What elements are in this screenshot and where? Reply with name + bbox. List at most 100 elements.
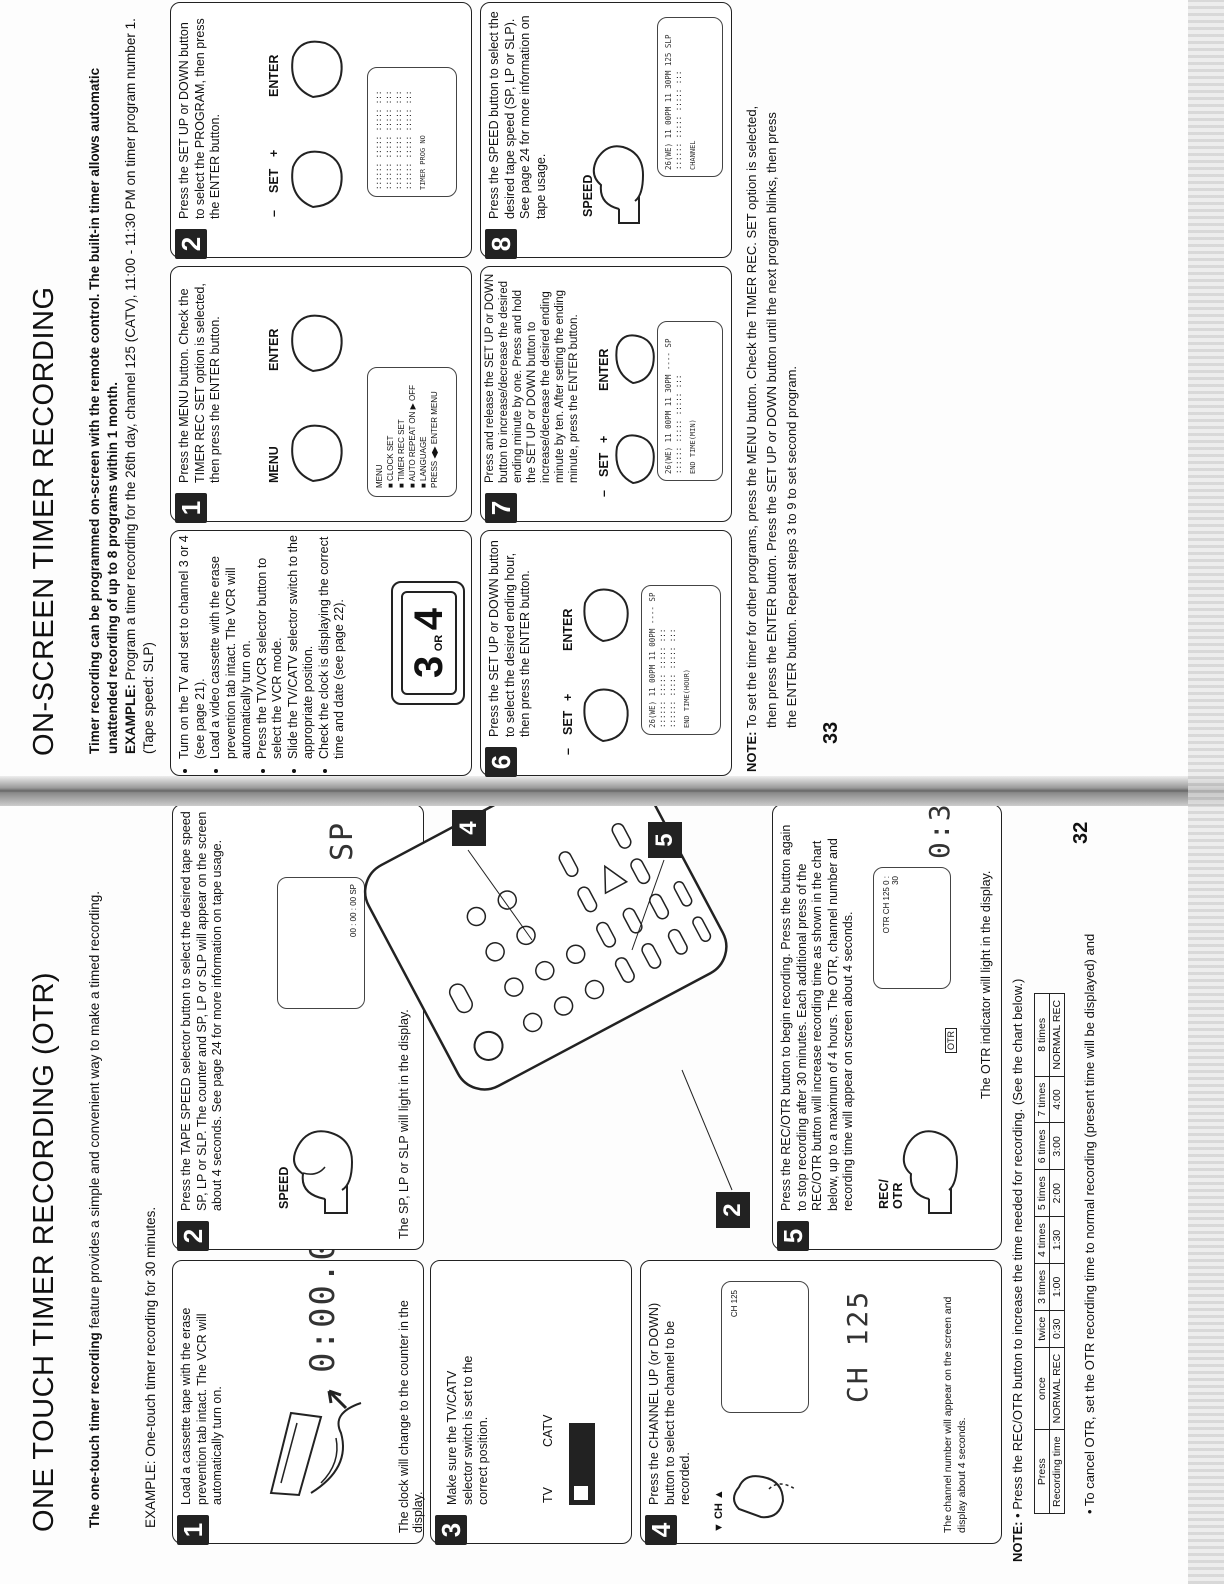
table-cell: 1:30: [1049, 1216, 1065, 1264]
remote-illustration: [363, 747, 733, 1191]
enter-label: ENTER: [561, 608, 575, 651]
hand-press-icons: [583, 588, 629, 743]
step-2-panel: 2 Press the TAPE SPEED selector button t…: [172, 804, 424, 1251]
remote-control-figure: 2 4 5: [363, 747, 762, 1250]
table-cell: 4:00: [1049, 1076, 1065, 1123]
set-label: SET: [561, 710, 575, 735]
menu-item: ■ TIMER REC SET: [397, 419, 406, 488]
intro-text: Timer recording can be programmed on-scr…: [87, 67, 120, 754]
step-caption: The channel number will appear on the sc…: [942, 1296, 968, 1533]
menu-screen: MENU ■ CLOCK SET ■ TIMER REC SET ■ AUTO …: [367, 367, 457, 497]
step-6-panel: 6 Press the SET UP or DOWN button to sel…: [480, 530, 732, 777]
channel-3: 3: [407, 655, 451, 678]
table-cell: Press: [1034, 1429, 1050, 1514]
channel-screen: 26(WE) 11 00PM 11 30PM 125 SLP :::::: ::…: [657, 17, 723, 177]
tv-set-icon: 3 OR 4: [391, 581, 465, 705]
step-caption: The clock will change to the counter in …: [397, 1300, 425, 1533]
table-cell: 1:00: [1049, 1263, 1065, 1311]
table-cell: 4 times: [1034, 1216, 1050, 1264]
list-item: Turn on the TV and set to channel 3 or 4…: [177, 533, 208, 759]
table-cell: 0:30: [1049, 1310, 1065, 1348]
vcr-display: CH 125: [841, 1289, 874, 1403]
end-minute-screen: 26(WE) 11 00PM 11 30PM ---- SP :::::: ::…: [657, 321, 723, 481]
example-text: EXAMPLE: Program a timer recording for t…: [122, 14, 158, 754]
step-4-panel: 4 Press the CHANNEL UP (or DOWN) button …: [640, 1260, 1002, 1545]
enter-button-label: ENTER: [267, 328, 281, 371]
page-edge-strip: [1188, 0, 1224, 1584]
page-33: ON-SCREEN TIMER RECORDING Timer recordin…: [0, 0, 1224, 784]
set-label: SET: [597, 452, 611, 477]
tv-screen: 00 : 00 : 00 SP: [277, 877, 365, 1009]
note-label: NOTE:: [1010, 1521, 1025, 1562]
step-text: Press the TAPE SPEED selector button to …: [179, 811, 224, 1211]
screen-line: 26(WE) 11 00PM 11 30PM 125 SLP: [664, 34, 673, 170]
otr-time-table: Press once twice 3 times 4 times 5 times…: [1034, 993, 1065, 1514]
table-cell: Recording time: [1049, 1429, 1065, 1514]
step-7-panel: 7 Press and release the SET UP or DOWN b…: [480, 266, 732, 523]
note-line-1: NOTE: • Press the REC/OTR button to incr…: [1008, 979, 1028, 1562]
rec-otr-label: REC/ OTR: [877, 1179, 905, 1209]
intro-bold: The one-touch timer recording: [87, 1332, 102, 1528]
vcr-display: SP: [325, 820, 360, 861]
note-text: • Press the REC/OTR button to increase t…: [1010, 978, 1025, 1518]
channel-4: 4: [407, 608, 451, 631]
page-title: ONE TOUCH TIMER RECORDING (OTR): [28, 971, 60, 1532]
hand-press-icon: [902, 1130, 959, 1214]
step-text: Press the SET UP or DOWN button to selec…: [487, 540, 532, 737]
table-cell: 6 times: [1034, 1122, 1050, 1170]
speed-label: SPEED: [277, 1166, 291, 1209]
screen-channel: CH 125: [730, 1290, 739, 1318]
hand-press-icon: [733, 1475, 796, 1519]
table-cell: 3 times: [1034, 1263, 1050, 1311]
screen-footer: END TIME(MIN): [689, 419, 697, 474]
menu-button-label: MENU: [267, 446, 281, 483]
tv-catv-switch[interactable]: [569, 1423, 595, 1505]
step-5-panel: 5 Press the REC/OTR button to begin reco…: [772, 784, 1002, 1251]
note-block: NOTE: To set the timer for other program…: [742, 2, 802, 772]
table-cell: 2:00: [1049, 1169, 1065, 1217]
table-cell: twice: [1034, 1310, 1050, 1348]
enter-label: ENTER: [267, 54, 281, 97]
hand-press-icons: [291, 40, 343, 209]
catv-label: CATV: [541, 1414, 555, 1447]
step-number: 3: [435, 1515, 467, 1545]
note-line: the ENTER button. Repeat steps 3 to 9 to…: [784, 365, 799, 728]
callout-5: 5: [648, 822, 682, 858]
prep-panel: Turn on the TV and set to channel 3 or 4…: [170, 530, 472, 776]
hand-press-icon: [592, 145, 645, 224]
step-number: 1: [177, 1515, 209, 1545]
step-2-panel: 2 Press the SET UP or DOWN button to sel…: [170, 2, 472, 259]
step-1-panel: 1 Load a cassette tape with the erase pr…: [172, 1216, 425, 1545]
table-cell: NORMAL REC: [1049, 993, 1065, 1077]
page-32: ONE TOUCH TIMER RECORDING (OTR) The one-…: [0, 747, 1224, 1584]
prep-list: Turn on the TV and set to channel 3 or 4…: [177, 533, 348, 769]
channel-buttons-label: ▼ CH ▲: [713, 1489, 725, 1533]
set-label: SET: [267, 168, 281, 193]
intro-text: The one-touch timer recording feature pr…: [86, 808, 104, 1528]
screen-footer: CHANNEL: [689, 140, 697, 170]
step-number: 2: [175, 229, 207, 259]
set-minus-label: –: [561, 748, 575, 755]
enter-label: ENTER: [597, 348, 611, 391]
screen-line: 26(WE) 11 00PM 11 00PM ---- SP: [648, 592, 657, 728]
note-line-2: • To cancel OTR, set the OTR recording t…: [1082, 933, 1097, 1514]
tv-screen: OTR CH 125 0 : 30: [873, 867, 951, 989]
screen-footer: END TIME(HOUR): [683, 668, 691, 728]
table-cell: once: [1034, 1347, 1050, 1430]
screen-footer: TIMER PROG NO: [419, 135, 427, 190]
hand-press-icon: [293, 1130, 354, 1214]
step-number: 1: [175, 493, 207, 523]
or-text: OR: [433, 634, 445, 652]
step-text: Load a cassette tape with the erase prev…: [179, 1307, 224, 1505]
step-text: Press the REC/OTR button to begin record…: [779, 824, 855, 1211]
menu-item: PRESS ◀▶ ENTER MENU: [430, 391, 439, 488]
example-body: Program a timer recording for the 26th d…: [123, 18, 156, 754]
screen-line: 26(WE) 11 00PM 11 30PM ---- SP: [664, 338, 673, 474]
list-item: Check the clock is displaying the correc…: [317, 533, 348, 759]
note-line: To set the timer for other programs, pre…: [744, 105, 759, 729]
table-row: Recording time NORMAL REC 0:30 1:00 1:30…: [1049, 993, 1065, 1514]
note-line: then press the ENTER button. Press the S…: [764, 112, 779, 728]
step-text: Press the CHANNEL UP (or DOWN) button to…: [647, 1302, 692, 1505]
table-cell: 8 times: [1034, 993, 1050, 1077]
